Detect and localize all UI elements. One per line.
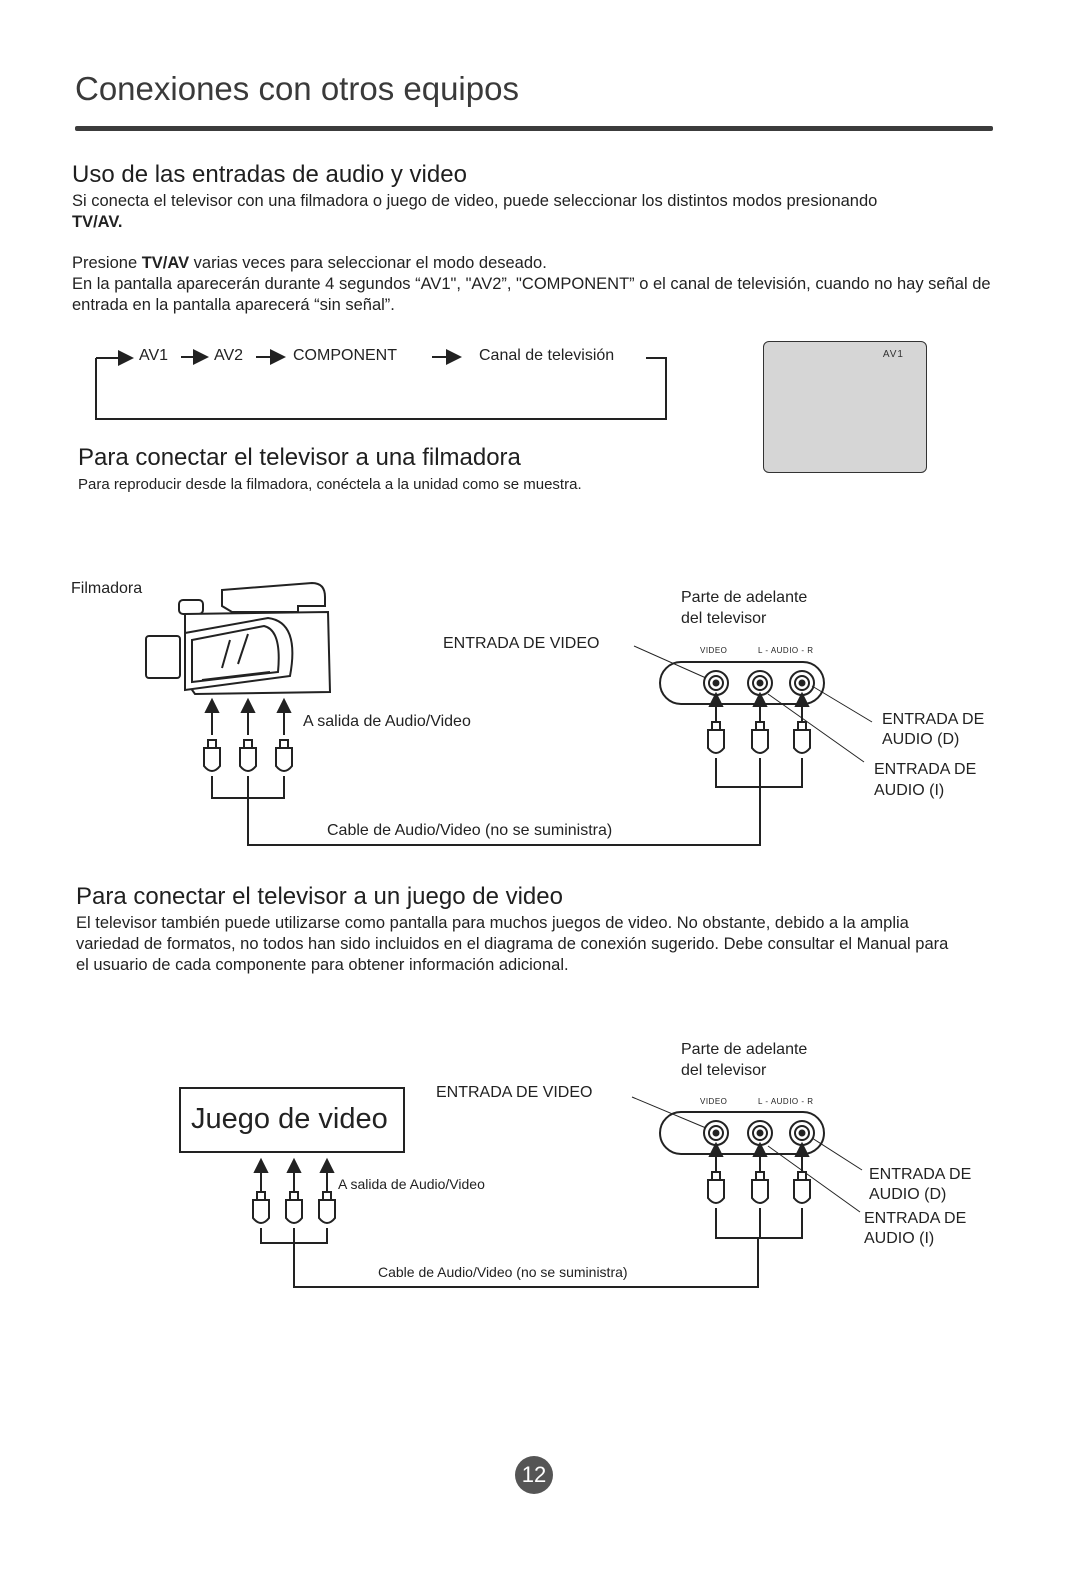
tv-plug-video bbox=[707, 691, 725, 754]
tv-front-label-1: Parte de adelante bbox=[681, 589, 808, 606]
plug-arrow-3 bbox=[275, 697, 293, 772]
osd-label: AV1 bbox=[882, 349, 904, 360]
intro-paragraph: Si conecta el televisor con una filmador… bbox=[72, 191, 1002, 233]
tv-plug-audio-l bbox=[751, 1141, 769, 1204]
plug-arrow-3 bbox=[318, 1157, 336, 1224]
cycle-av2: AV2 bbox=[214, 347, 244, 364]
jack-audio-label: L - AUDIO - R bbox=[758, 646, 814, 655]
tv-plug-audio-r bbox=[793, 1141, 811, 1204]
video-game-box: Juego de video bbox=[179, 1087, 405, 1153]
press-text-pre: Presione bbox=[72, 254, 142, 272]
tv-plug-audio-r bbox=[793, 691, 811, 754]
plug-arrow-2 bbox=[285, 1157, 303, 1224]
title-rule bbox=[75, 126, 993, 131]
display-paragraph: En la pantalla aparecerán durante 4 segu… bbox=[72, 275, 991, 314]
audio-r-label-2: AUDIO (D) bbox=[882, 731, 960, 748]
tv-front-label-1: Parte de adelante bbox=[681, 1041, 808, 1058]
intro-text: Si conecta el televisor con una filmador… bbox=[72, 192, 878, 210]
camcorder-label: Filmadora bbox=[71, 580, 143, 597]
plug-arrow-2 bbox=[239, 697, 257, 772]
audio-l-label-2: AUDIO (I) bbox=[864, 1230, 935, 1247]
callout-lines bbox=[631, 1096, 863, 1213]
cycle-av1: AV1 bbox=[139, 347, 169, 364]
audio-l-label-1: ENTRADA DE bbox=[864, 1210, 967, 1227]
video-game-paragraph: El televisor también puede utilizarse co… bbox=[76, 914, 949, 974]
audio-l-label-2: AUDIO (I) bbox=[874, 782, 945, 799]
heading-audio-video-inputs: Uso de las entradas de audio y video bbox=[72, 161, 467, 188]
av-output-label: A salida de Audio/Video bbox=[338, 1176, 485, 1192]
cable-label: Cable de Audio/Video (no se suministra) bbox=[378, 1264, 628, 1280]
camcorder-plugs bbox=[203, 697, 761, 846]
jack-video-label: VIDEO bbox=[700, 646, 728, 655]
intro-bold-key: TV/AV. bbox=[72, 213, 123, 231]
tv-plug-video bbox=[707, 1141, 725, 1204]
press-paragraph: Presione TV/AV varias veces para selecci… bbox=[72, 253, 1002, 274]
game-plugs bbox=[252, 1157, 759, 1288]
tv-front-panel bbox=[659, 1111, 825, 1155]
tv-front-panel bbox=[659, 661, 825, 705]
cable-label: Cable de Audio/Video (no se suministra) bbox=[327, 822, 613, 839]
callout-lines bbox=[633, 645, 873, 763]
av-output-label: A salida de Audio/Video bbox=[303, 713, 471, 730]
press-text-post: varias veces para seleccionar el modo de… bbox=[189, 254, 547, 272]
video-input-label: ENTRADA DE VIDEO bbox=[436, 1084, 593, 1101]
audio-l-label-1: ENTRADA DE bbox=[874, 761, 977, 778]
video-input-label: ENTRADA DE VIDEO bbox=[443, 635, 600, 652]
heading-video-game: Para conectar el televisor a un juego de… bbox=[76, 883, 563, 910]
page-number-badge: 12 bbox=[515, 1456, 553, 1494]
tv-front-label-2: del televisor bbox=[681, 610, 767, 627]
audio-r-label-2: AUDIO (D) bbox=[869, 1186, 947, 1203]
cycle-component: COMPONENT bbox=[293, 347, 397, 364]
tv-front-label-2: del televisor bbox=[681, 1062, 767, 1079]
camcorder-paragraph: Para reproducir desde la filmadora, coné… bbox=[78, 476, 582, 493]
jack-video-label: VIDEO bbox=[700, 1097, 728, 1106]
heading-camcorder: Para conectar el televisor a una filmado… bbox=[78, 444, 521, 471]
plug-arrow-1 bbox=[203, 697, 221, 772]
jack-audio-label: L - AUDIO - R bbox=[758, 1097, 814, 1106]
video-game-label: Juego de video bbox=[191, 1103, 388, 1135]
tv-plugs bbox=[707, 1141, 811, 1239]
camcorder-icon bbox=[145, 581, 332, 696]
plug-arrow-1 bbox=[252, 1157, 270, 1224]
mode-cycle-diagram bbox=[95, 349, 667, 420]
tv-plugs bbox=[707, 691, 811, 788]
press-text-key: TV/AV bbox=[141, 254, 190, 272]
audio-r-label-1: ENTRADA DE bbox=[882, 711, 985, 728]
page-title: Conexiones con otros equipos bbox=[75, 70, 519, 107]
tv-plug-audio-l bbox=[751, 691, 769, 754]
cycle-tv-channel: Canal de televisión bbox=[479, 347, 615, 364]
tv-screen-osd: AV1 bbox=[763, 341, 927, 473]
audio-r-label-1: ENTRADA DE bbox=[869, 1166, 972, 1183]
